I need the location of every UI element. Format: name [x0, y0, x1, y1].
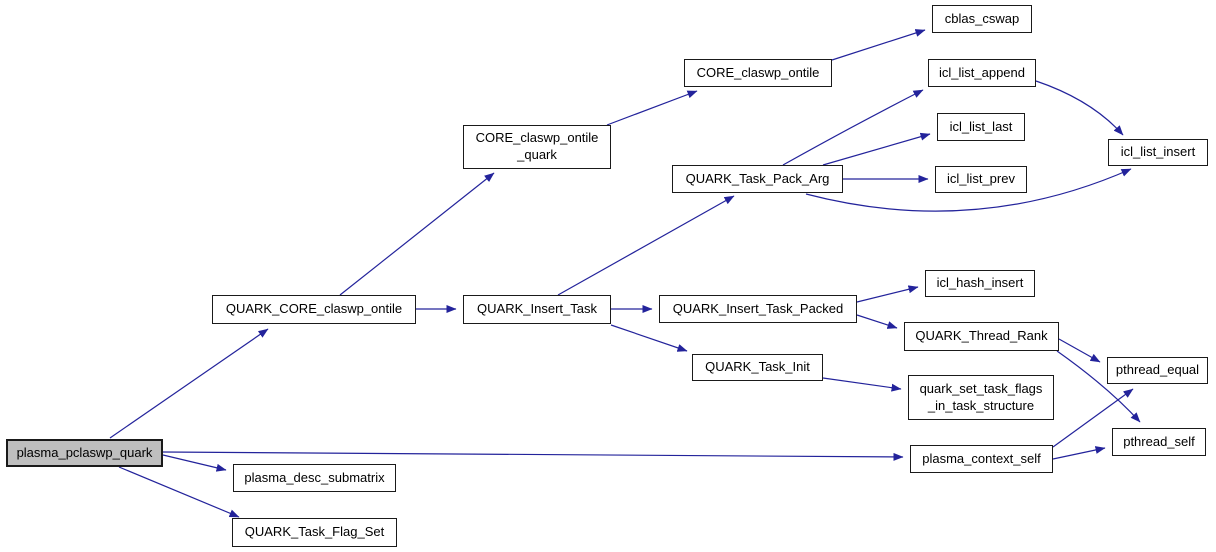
- node-core-claswp-ontile-quark[interactable]: CORE_claswp_ontile _quark: [463, 125, 611, 169]
- edge-QUARK_Thread_Rank-to-pthread_self: [1056, 350, 1141, 423]
- edge-plasma_context_self-to-pthread_self: [1052, 446, 1106, 460]
- node-icl-list-append[interactable]: icl_list_append: [928, 59, 1036, 87]
- edge-QUARK_Insert_Task-to-QUARK_Task_Init: [610, 324, 688, 352]
- node-core-claswp-ontile[interactable]: CORE_claswp_ontile: [684, 59, 832, 87]
- node-quark-task-init[interactable]: QUARK_Task_Init: [692, 354, 823, 381]
- edge-QUARK_Task_Pack_Arg-to-icl_list_insert: [805, 168, 1132, 212]
- edge-QUARK_Insert_Task_Packed-to-QUARK_Thread_Rank: [856, 314, 898, 329]
- node-plasma-desc-submatrix[interactable]: plasma_desc_submatrix: [233, 464, 396, 492]
- node-plasma-pclaswp-quark: plasma_pclaswp_quark: [6, 439, 163, 467]
- edge-plasma_pclaswp_quark-to-plasma_context_self: [162, 451, 904, 461]
- node-quark-set-task-flags-in-task-structure[interactable]: quark_set_task_flags _in_task_structure: [908, 375, 1054, 420]
- edge-CORE_claswp_ontile_quark-to-CORE_claswp_ontile: [606, 90, 698, 126]
- edge-CORE_claswp_ontile-to-cblas_cswap: [831, 29, 926, 61]
- edge-QUARK_Task_Init-to-quark_set_task_flags_in_task_structure: [822, 377, 902, 392]
- edge-QUARK_CORE_claswp_ontile-to-CORE_claswp_ontile_quark: [339, 172, 495, 296]
- edge-plasma_pclaswp_quark-to-QUARK_CORE_claswp_ontile: [109, 328, 269, 439]
- edge-QUARK_Task_Pack_Arg-to-icl_list_last: [822, 132, 931, 166]
- node-quark-insert-task-packed[interactable]: QUARK_Insert_Task_Packed: [659, 295, 857, 323]
- edge-QUARK_Insert_Task-to-QUARK_Task_Pack_Arg: [557, 195, 735, 296]
- edge-plasma_pclaswp_quark-to-QUARK_Task_Flag_Set: [118, 466, 240, 518]
- edge-icl_list_append-to-icl_list_insert: [1035, 80, 1124, 136]
- node-pthread-equal[interactable]: pthread_equal: [1107, 357, 1208, 384]
- node-quark-insert-task[interactable]: QUARK_Insert_Task: [463, 295, 611, 324]
- node-quark-core-claswp-ontile[interactable]: QUARK_CORE_claswp_ontile: [212, 295, 416, 324]
- node-icl-list-insert[interactable]: icl_list_insert: [1108, 139, 1208, 166]
- node-quark-task-pack-arg[interactable]: QUARK_Task_Pack_Arg: [672, 165, 843, 193]
- node-quark-task-flag-set[interactable]: QUARK_Task_Flag_Set: [232, 518, 397, 547]
- node-cblas-cswap[interactable]: cblas_cswap: [932, 5, 1032, 33]
- node-plasma-context-self[interactable]: plasma_context_self: [910, 445, 1053, 473]
- node-icl-list-prev[interactable]: icl_list_prev: [935, 166, 1027, 193]
- edge-plasma_pclaswp_quark-to-plasma_desc_submatrix: [162, 454, 227, 472]
- edge-QUARK_Insert_Task_Packed-to-icl_hash_insert: [856, 285, 919, 303]
- node-quark-thread-rank[interactable]: QUARK_Thread_Rank: [904, 322, 1059, 351]
- node-icl-hash-insert[interactable]: icl_hash_insert: [925, 270, 1035, 297]
- node-icl-list-last[interactable]: icl_list_last: [937, 113, 1025, 141]
- edge-QUARK_Task_Pack_Arg-to-icl_list_append: [782, 89, 924, 166]
- edge-plasma_context_self-to-pthread_equal: [1052, 388, 1134, 448]
- node-pthread-self[interactable]: pthread_self: [1112, 428, 1206, 456]
- edge-QUARK_Thread_Rank-to-pthread_equal: [1058, 338, 1101, 363]
